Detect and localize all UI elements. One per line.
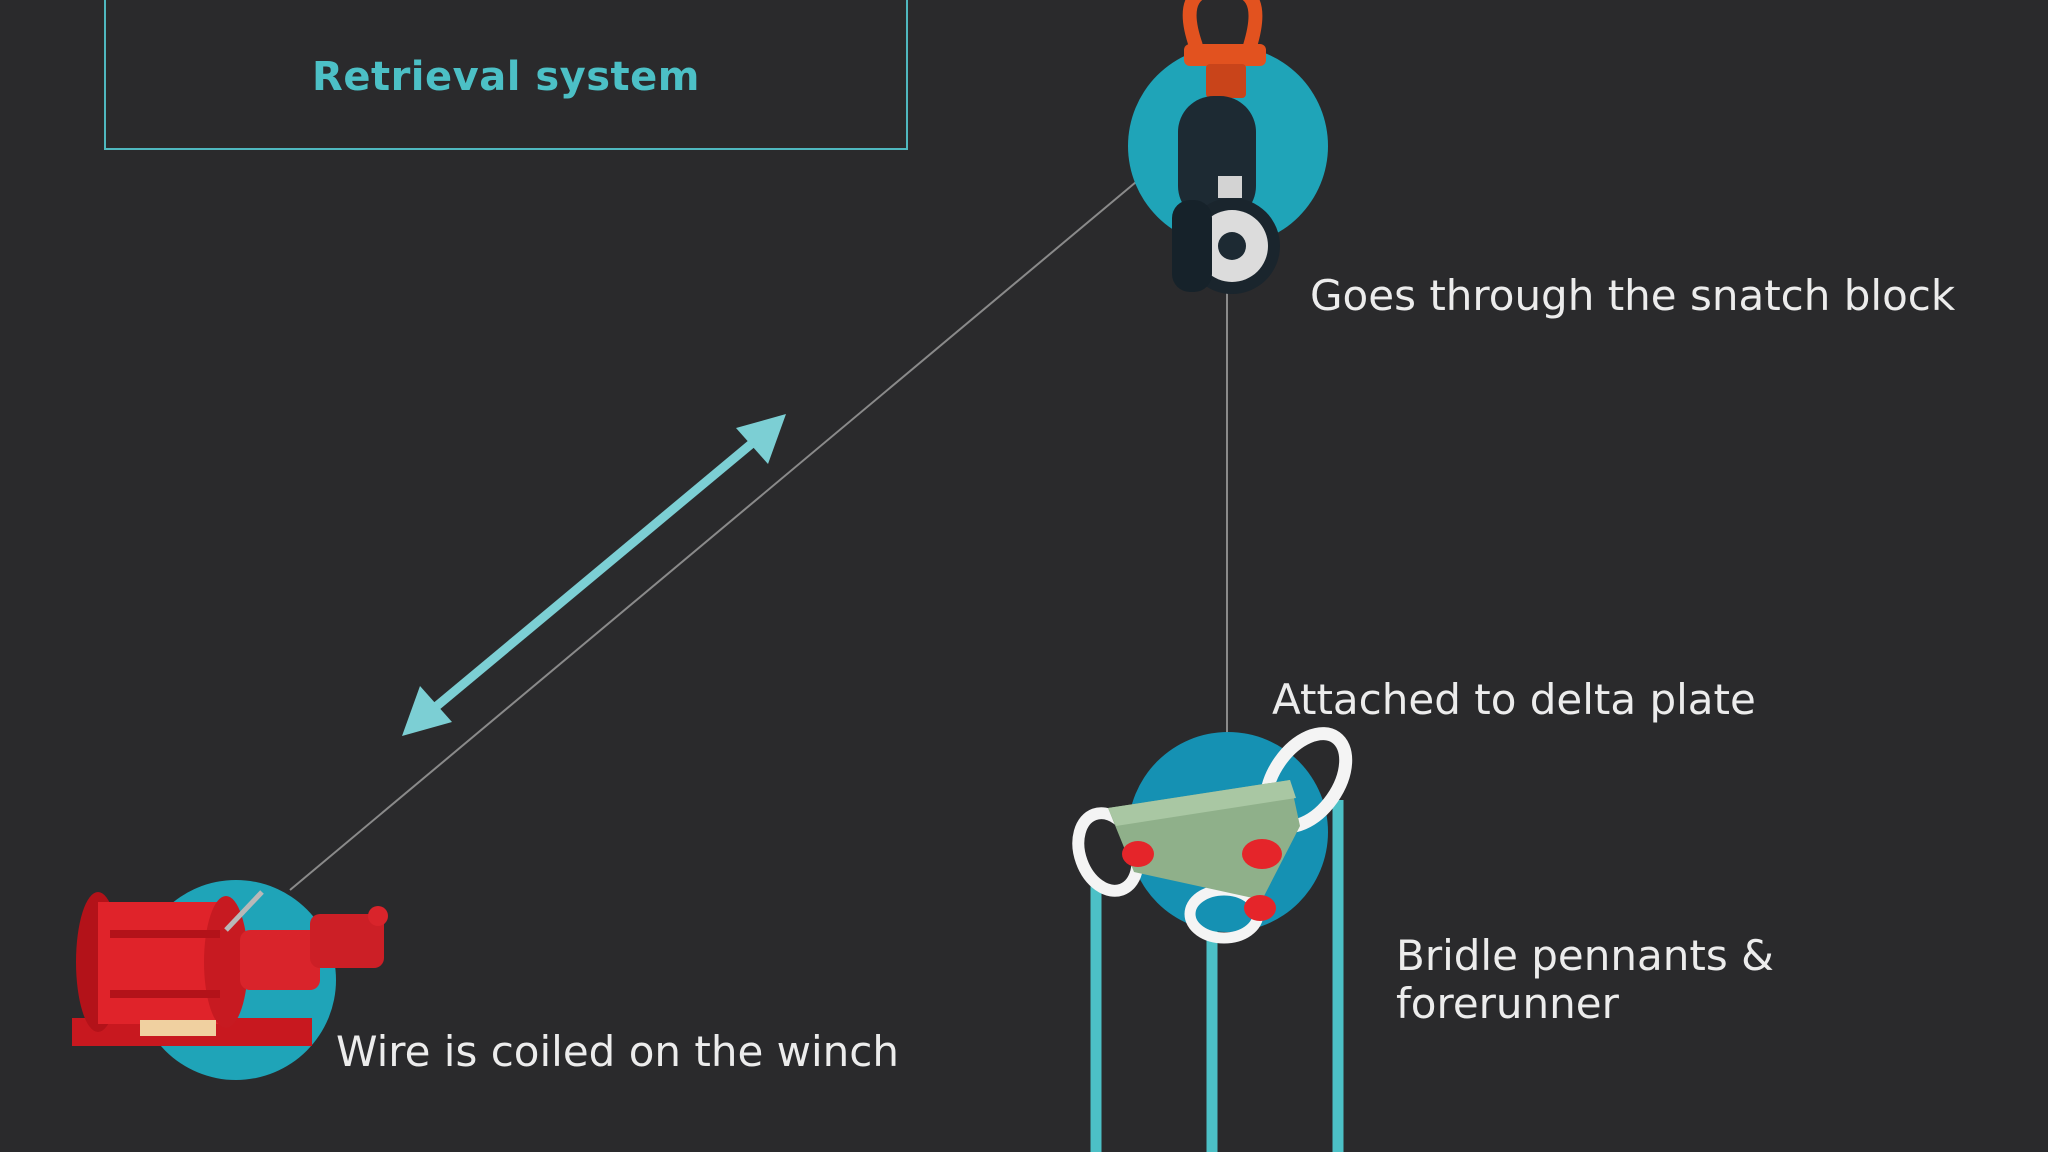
bridle-label-line2: forerunner	[1396, 979, 1619, 1028]
winch-icon	[72, 880, 388, 1080]
bridle-pennants	[1090, 800, 1344, 1152]
delta-plate-icon	[1072, 727, 1353, 944]
wire-winch-to-block	[289, 181, 1137, 891]
delta-plate-label: Attached to delta plate	[1272, 675, 1756, 724]
bridle-label: Bridle pennants & forerunner	[1396, 932, 1916, 1028]
snatch-block-icon	[1128, 0, 1328, 294]
winch-label: Wire is coiled on the winch	[336, 1027, 899, 1076]
snatch-block-label: Goes through the snatch block	[1310, 271, 1956, 320]
title-box: Retrieval system	[104, 0, 908, 150]
bridle-label-line1: Bridle pennants &	[1396, 931, 1774, 980]
double-arrow-icon	[402, 414, 786, 736]
page-title: Retrieval system	[312, 54, 700, 100]
